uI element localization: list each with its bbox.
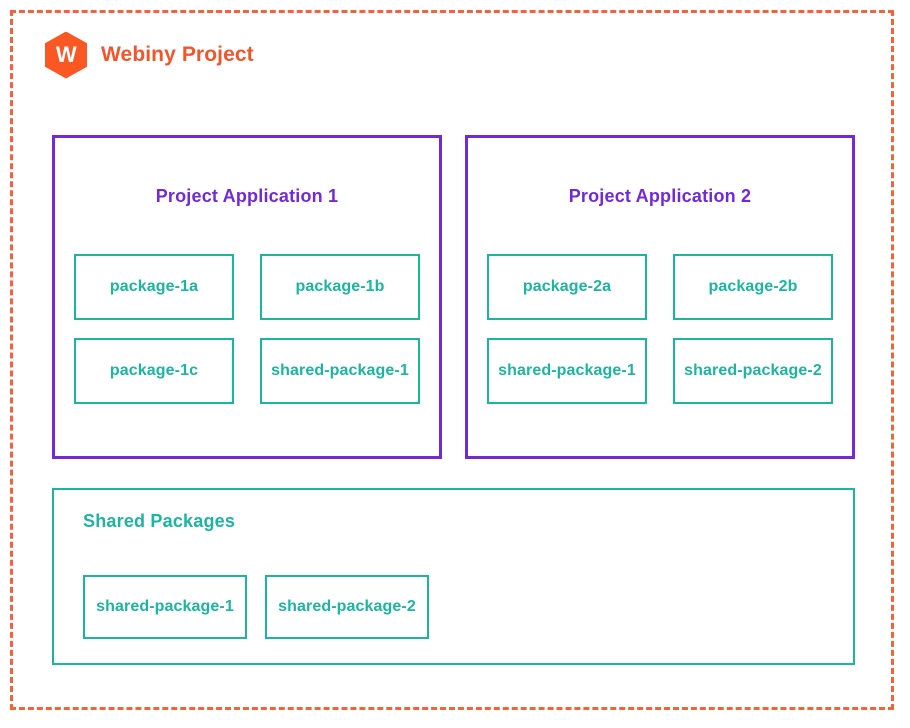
application-1-title: Project Application 1 bbox=[155, 186, 339, 206]
shared-packages-row: shared-package-1 shared-package-2 bbox=[83, 575, 429, 639]
package-box: package-1b bbox=[260, 254, 420, 320]
package-box: package-2b bbox=[673, 254, 833, 320]
project-boundary-frame bbox=[10, 10, 894, 710]
application-2-title: Project Application 2 bbox=[568, 186, 752, 206]
application-1-package-grid: package-1a package-1b package-1c shared-… bbox=[74, 254, 420, 404]
shared-packages-title: Shared Packages bbox=[83, 511, 236, 531]
package-box: shared-package-1 bbox=[83, 575, 247, 639]
application-2-package-grid: package-2a package-2b shared-package-1 s… bbox=[487, 254, 833, 404]
package-box: shared-package-2 bbox=[673, 338, 833, 404]
webiny-hexagon-logo-icon: W bbox=[45, 31, 87, 79]
project-application-2-group: Project Application 2 package-2a package… bbox=[465, 135, 855, 459]
page-title: Webiny Project bbox=[101, 43, 254, 66]
package-box: package-1c bbox=[74, 338, 234, 404]
logo-letter: W bbox=[55, 42, 77, 67]
package-box: shared-package-2 bbox=[265, 575, 429, 639]
package-box: shared-package-1 bbox=[487, 338, 647, 404]
project-application-1-group: Project Application 1 package-1a package… bbox=[52, 135, 442, 459]
shared-packages-group: Shared Packages shared-package-1 shared-… bbox=[52, 488, 855, 665]
package-box: package-1a bbox=[74, 254, 234, 320]
package-box: shared-package-1 bbox=[260, 338, 420, 404]
project-header: W Webiny Project bbox=[45, 28, 254, 82]
package-box: package-2a bbox=[487, 254, 647, 320]
